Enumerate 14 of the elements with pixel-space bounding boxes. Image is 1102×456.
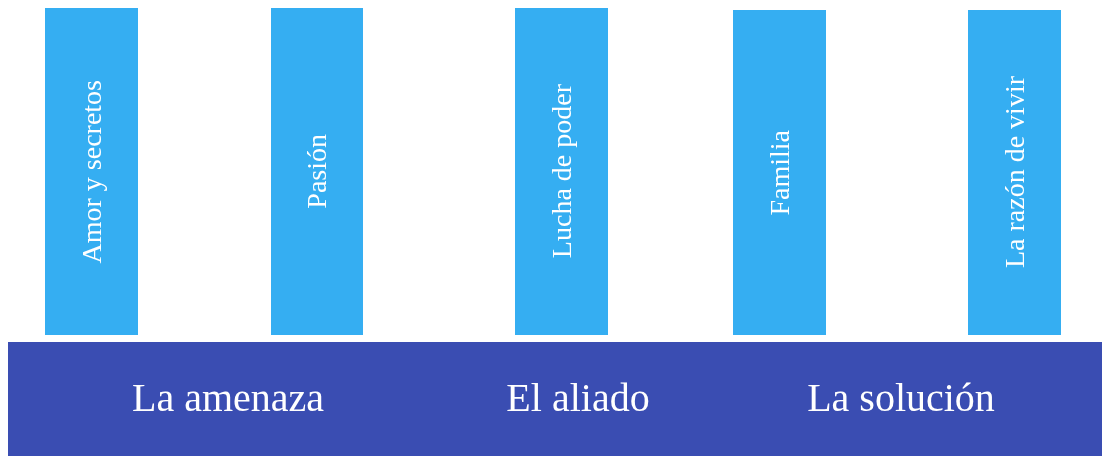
vertical-bar: [968, 10, 1061, 335]
bar-label: La razón de vivir: [998, 76, 1031, 269]
vertical-bar: [515, 8, 608, 335]
band-label: El aliado: [506, 374, 650, 421]
vertical-bar: [733, 10, 826, 335]
vertical-bar: [271, 8, 363, 335]
base-band: [8, 342, 1102, 456]
band-label: La solución: [807, 374, 995, 421]
bar-label: Pasión: [301, 134, 333, 209]
bar-label: Familia: [763, 129, 796, 216]
band-label: La amenaza: [131, 374, 325, 421]
bar-label: Amor y secretos: [75, 79, 108, 264]
vertical-bar: [45, 8, 138, 335]
bar-label: Lucha de poder: [545, 84, 578, 259]
